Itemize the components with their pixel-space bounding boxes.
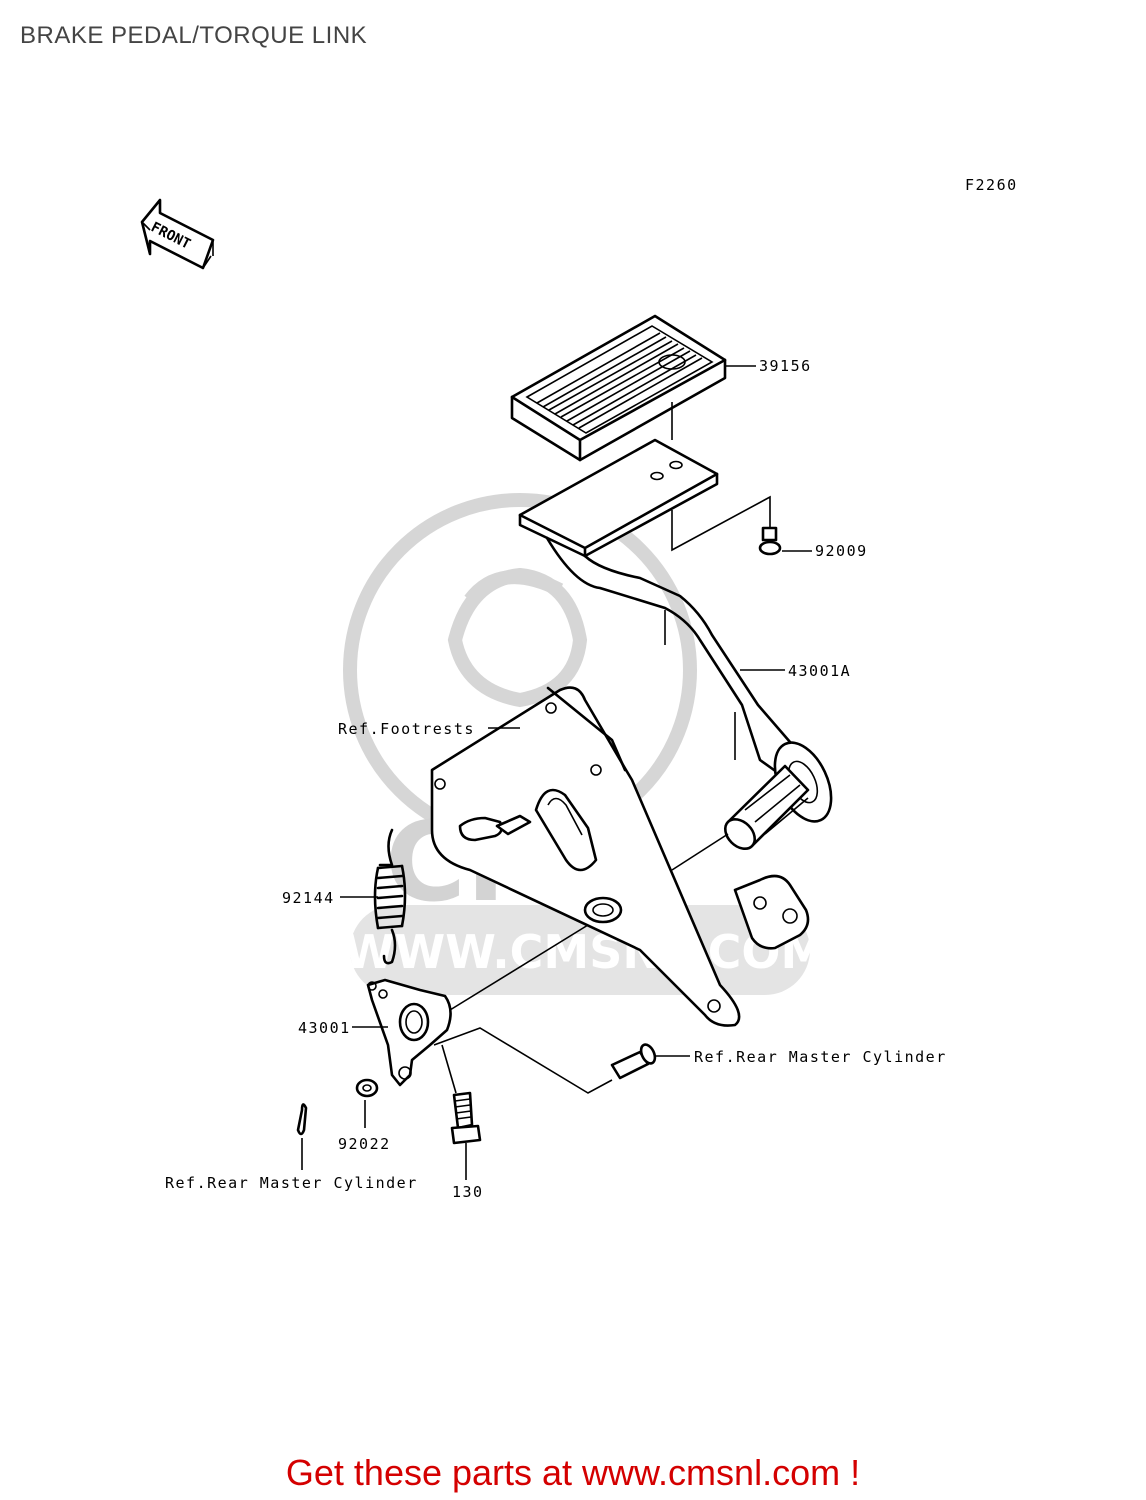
- clevis-pin-part: [610, 1043, 657, 1080]
- callout-ref-rear-master-cylinder-right: Ref.Rear Master Cylinder: [694, 1048, 947, 1066]
- callout-92144: 92144: [282, 889, 335, 907]
- callout-43001: 43001: [298, 1019, 351, 1037]
- callout-39156: 39156: [759, 357, 812, 375]
- washer-part: [355, 1078, 379, 1098]
- watermark-url: WWW.CMSNL.COM: [344, 925, 827, 979]
- callout-92009: 92009: [815, 542, 868, 560]
- torque-link-part: [366, 978, 452, 1087]
- pedal-pad-part: [510, 314, 727, 462]
- callout-130: 130: [452, 1183, 484, 1201]
- footrest-bracket-part: [430, 686, 810, 1027]
- front-arrow-icon: FRONT: [140, 198, 215, 270]
- bolt-92009-part: [758, 526, 782, 556]
- bolt-part: [450, 1091, 482, 1145]
- callout-43001a: 43001A: [788, 662, 851, 680]
- figure-code: F2260: [965, 176, 1018, 194]
- pivot-shaft-part: [723, 764, 810, 851]
- callout-labels: 39156 92009 43001A Ref.Footrests 92144 4…: [165, 357, 947, 1201]
- callout-ref-rear-master-cylinder-left: Ref.Rear Master Cylinder: [165, 1174, 418, 1192]
- callout-92022: 92022: [338, 1135, 391, 1153]
- leader-lines: [301, 365, 812, 1180]
- cotter-pin-part: [296, 1103, 308, 1136]
- footer-banner-link[interactable]: Get these parts at www.cmsnl.com !: [285, 1452, 861, 1493]
- page-title: BRAKE PEDAL/TORQUE LINK: [20, 22, 368, 49]
- return-spring-part: [373, 828, 407, 965]
- callout-ref-footrests: Ref.Footrests: [338, 720, 475, 738]
